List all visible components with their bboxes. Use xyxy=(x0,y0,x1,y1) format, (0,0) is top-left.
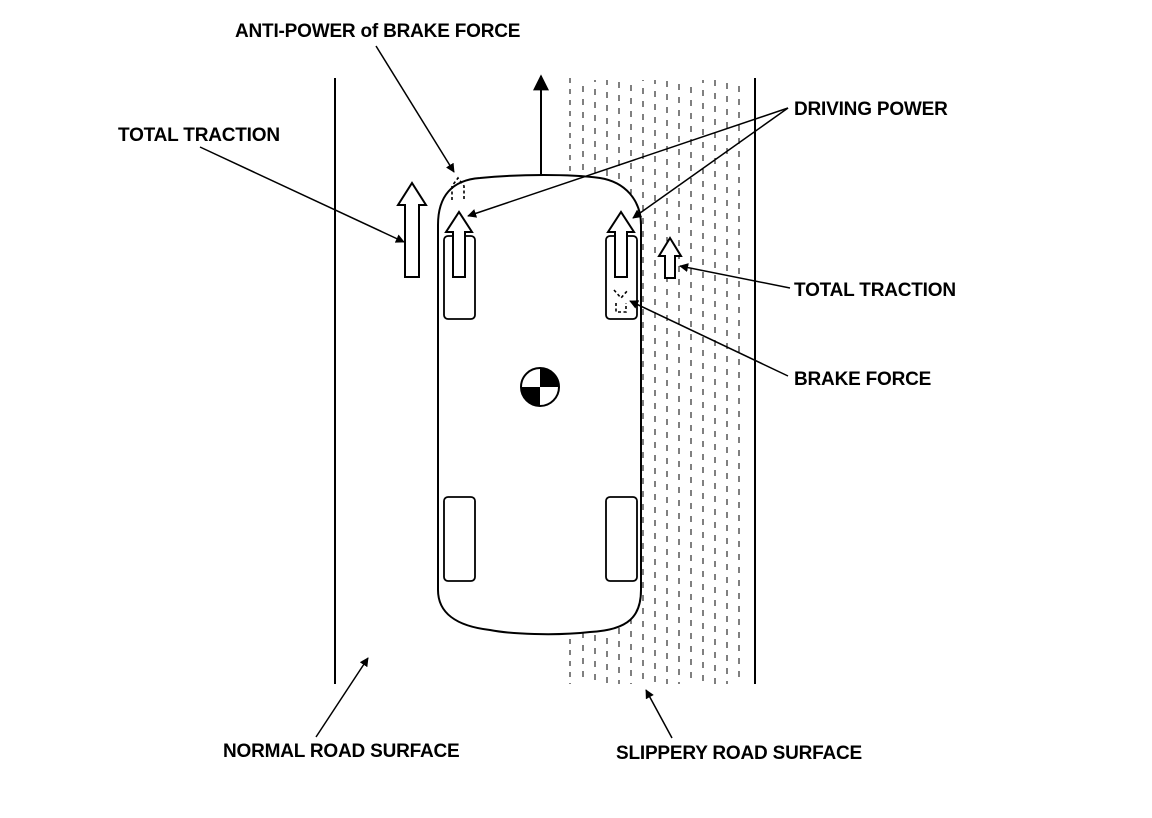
brake-force-label: BRAKE FORCE xyxy=(794,369,931,390)
total-traction-right-label: TOTAL TRACTION xyxy=(794,280,956,301)
driving-power-right-arrow xyxy=(606,210,636,278)
total-traction-right-arrow xyxy=(657,236,683,279)
rear-right-wheel xyxy=(605,496,638,582)
brake-force-dashed-mark xyxy=(613,289,629,313)
total-traction-left-label: TOTAL TRACTION xyxy=(118,125,280,146)
anti-power-leader xyxy=(375,45,455,173)
total-traction-left-leader xyxy=(199,146,405,243)
normal-road-label: NORMAL ROAD SURFACE xyxy=(223,741,460,762)
driving-power-left-arrow xyxy=(444,210,474,278)
slippery-road-label: SLIPPERY ROAD SURFACE xyxy=(616,743,862,764)
slippery-road-leader xyxy=(645,689,673,739)
driving-power-leader-left xyxy=(467,107,789,218)
driving-power-leader-right xyxy=(632,107,789,219)
anti-power-dashed-mark xyxy=(451,176,465,200)
rear-left-wheel xyxy=(443,496,476,582)
normal-road-leader xyxy=(315,657,369,738)
driving-power-label: DRIVING POWER xyxy=(794,99,948,120)
center-of-gravity-icon xyxy=(520,367,560,407)
total-traction-left-arrow xyxy=(396,181,428,278)
anti-power-label: ANTI-POWER of BRAKE FORCE xyxy=(235,21,520,42)
brake-force-leader xyxy=(629,300,789,377)
total-traction-right-leader xyxy=(679,263,791,289)
